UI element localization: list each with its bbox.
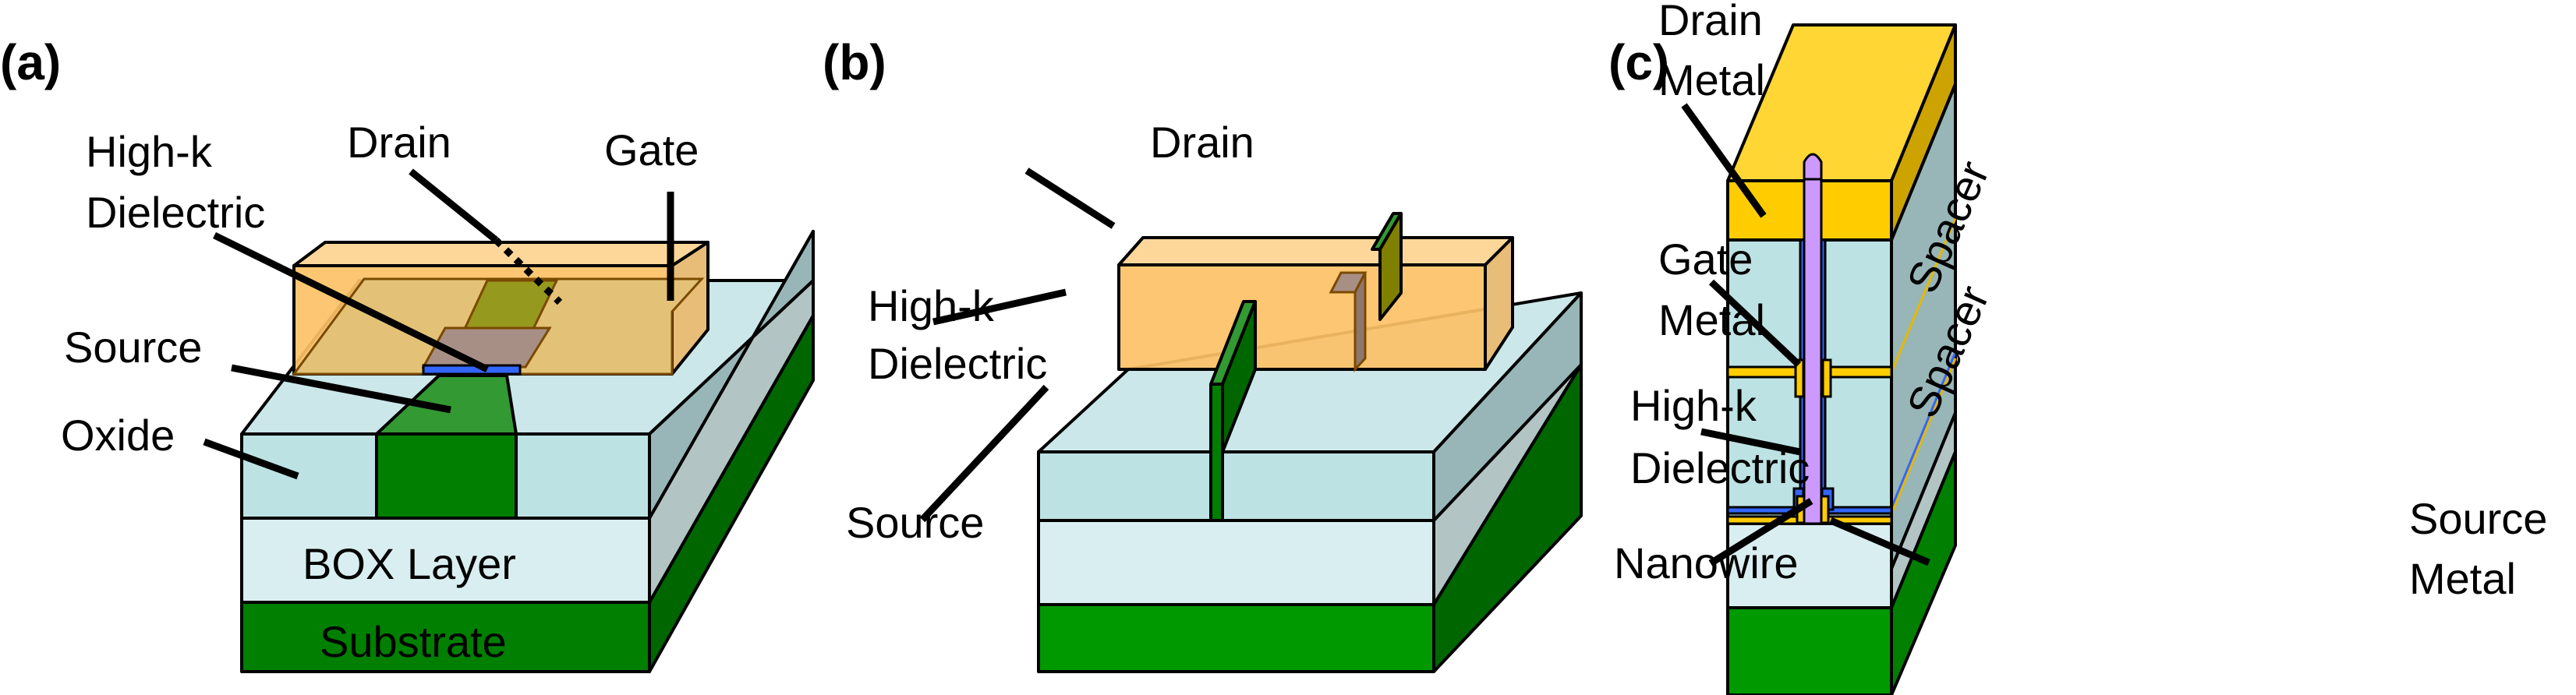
oxide-side xyxy=(1432,291,1583,522)
source-fin-front xyxy=(1209,383,1224,522)
spacer-stripe-2 xyxy=(1890,351,1957,509)
channel-front xyxy=(375,432,518,520)
label-gate: Gate xyxy=(604,125,699,175)
leader-drain xyxy=(409,168,498,243)
label-box-layer: BOX Layer xyxy=(303,539,516,588)
label-nanowire: Nanowire xyxy=(1614,538,1799,587)
oxide-front xyxy=(1037,450,1435,522)
leader-source-metal xyxy=(1829,517,1930,566)
nanowire-cap xyxy=(1803,153,1823,181)
label-substrate: Substrate xyxy=(320,617,507,666)
dielectric-strip xyxy=(422,364,522,376)
label-source-metal-line1: Source xyxy=(2409,494,2547,543)
label-high-k-line1: High-k xyxy=(86,127,213,176)
panel-b-label: (b) xyxy=(823,34,886,90)
leader-gate-metal xyxy=(1708,279,1802,368)
label-high-k-line2: Dielectric xyxy=(1630,443,1810,492)
leader-drain-metal xyxy=(1681,103,1767,218)
gate-front xyxy=(1117,263,1487,371)
label-source-metal-line2: Metal xyxy=(2409,554,2516,603)
label-drain-metal-line1: Drain xyxy=(1658,0,1763,44)
drain-fin-face xyxy=(1378,212,1403,321)
spacer-stripe-3 xyxy=(1890,358,1957,515)
leader-drain xyxy=(1024,168,1116,229)
panel-a-label: (a) xyxy=(0,34,61,90)
label-drain: Drain xyxy=(347,118,451,167)
leader-source xyxy=(919,384,1049,523)
leader-high-k xyxy=(932,288,1067,326)
substrate-front xyxy=(1037,603,1435,673)
leader-oxide xyxy=(203,438,299,480)
label-source: Source xyxy=(64,323,202,372)
high-k-face xyxy=(1353,272,1367,372)
leader-source xyxy=(231,364,451,414)
label-high-k-line2: Dielectric xyxy=(868,339,1047,388)
panel-c-label: (c) xyxy=(1608,34,1669,90)
source-collar-right xyxy=(1820,495,1830,524)
panel-a: (a) High-k Dielectric Drain Gate Source … xyxy=(0,34,815,673)
label-oxide: Oxide xyxy=(61,411,175,460)
label-high-k-line1: High-k xyxy=(868,281,995,330)
label-drain: Drain xyxy=(1150,118,1254,167)
label-drain-metal-line2: Metal xyxy=(1658,55,1765,104)
label-high-k-line2: Dielectric xyxy=(86,188,265,237)
gate-top xyxy=(1117,236,1514,266)
panel-b: (b) Drain High-k Dielectric Source xyxy=(823,34,1583,673)
oxide-side xyxy=(648,230,815,520)
gate-top xyxy=(292,241,709,267)
label-source: Source xyxy=(846,498,984,547)
leader-high-k xyxy=(1700,428,1801,456)
label-high-k-line1: High-k xyxy=(1630,381,1757,430)
panel-c: (c) Spacer Spacer xyxy=(1608,0,2547,695)
label-gate-metal-line1: Gate xyxy=(1658,235,1753,284)
gate-collar-right xyxy=(1821,358,1832,398)
gate-collar-left xyxy=(1794,358,1805,398)
leader-drain-dotted xyxy=(493,237,563,305)
gate-side xyxy=(1484,236,1514,371)
leader-nanowire xyxy=(1708,498,1813,566)
substrate-front xyxy=(1726,606,1893,695)
box-layer-front xyxy=(1037,519,1435,606)
spacer-stripe-1 xyxy=(1890,217,1957,373)
leader-high-k xyxy=(213,231,489,373)
